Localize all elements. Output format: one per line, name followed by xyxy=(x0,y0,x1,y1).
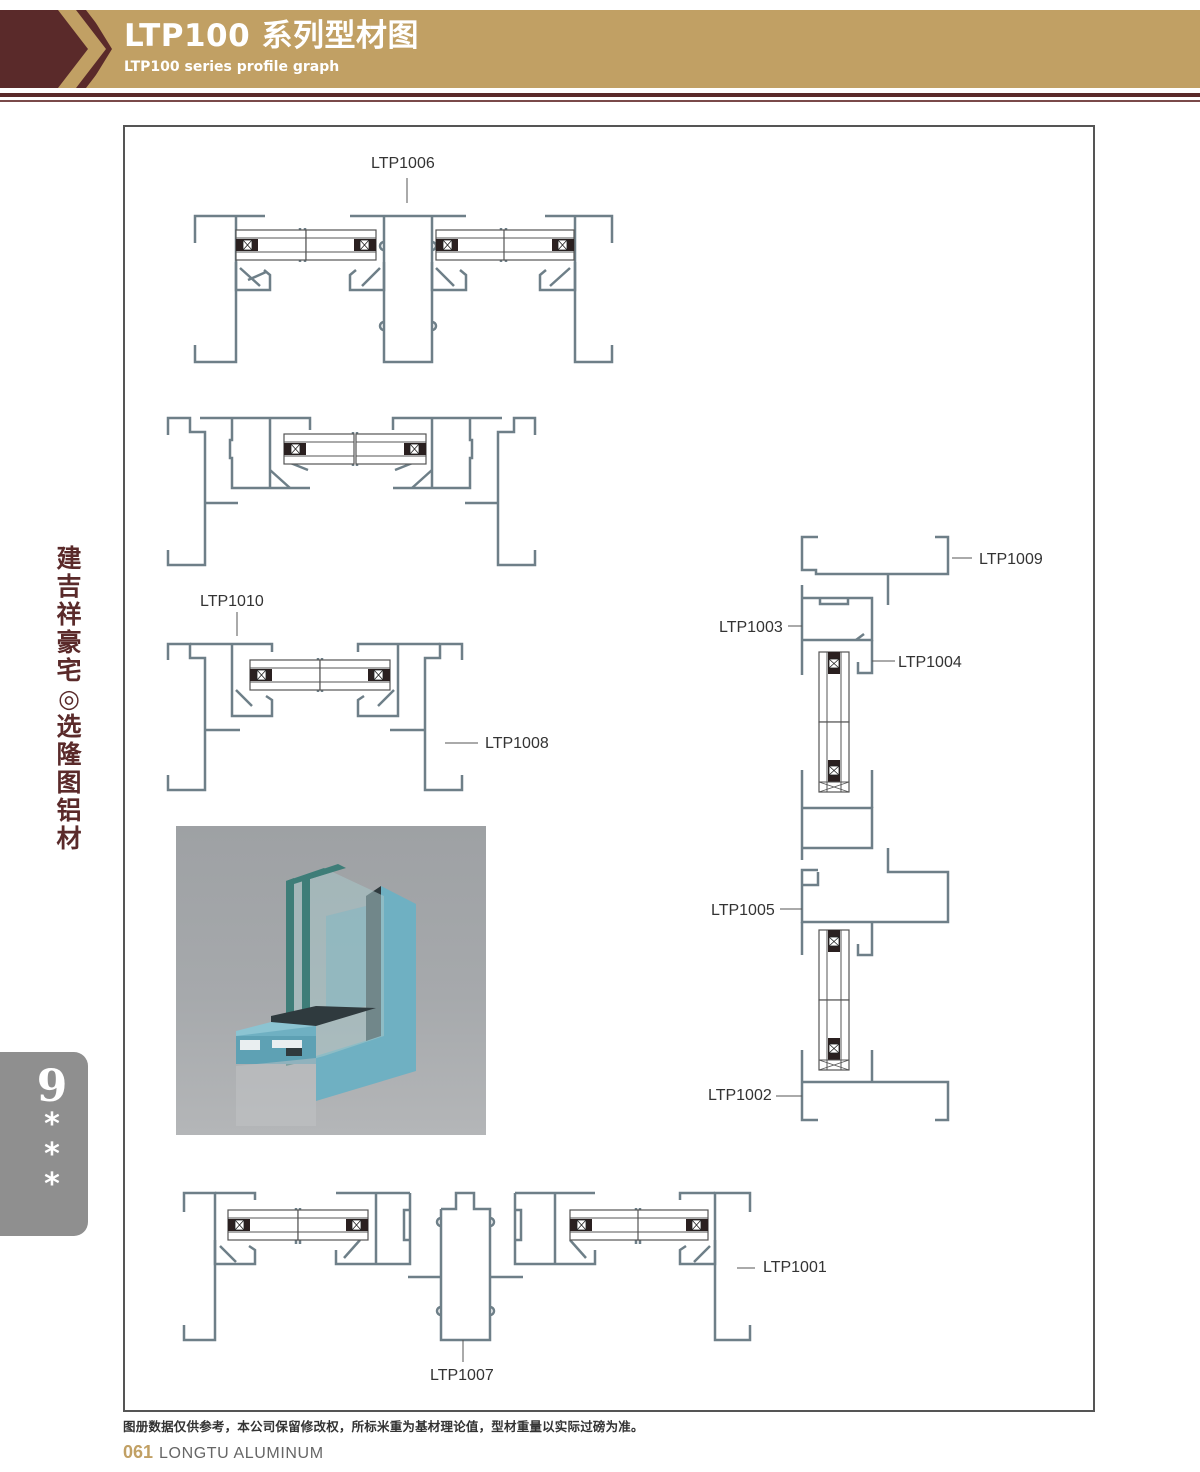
slogan-char: ◎ xyxy=(58,684,80,713)
header-banner xyxy=(0,10,1200,88)
slogan-char: 材 xyxy=(56,824,82,853)
label-ltp1007: LTP1007 xyxy=(430,1367,494,1384)
page-number: 061 xyxy=(123,1442,154,1462)
section-tab-stars: * * * xyxy=(0,1110,104,1200)
sidebar-slogan: 建 吉 祥 豪 宅 ◎ 选 隆 图 铝 材 xyxy=(52,545,86,853)
tab-star: * xyxy=(44,1137,60,1172)
label-ltp1001: LTP1001 xyxy=(763,1259,827,1276)
page-subtitle: LTP100 series profile graph xyxy=(124,59,340,75)
slogan-char: 祥 xyxy=(56,600,82,629)
slogan-char: 豪 xyxy=(56,628,82,657)
slogan-char: 吉 xyxy=(56,572,82,601)
drawing-ltp1010-ltp1008 xyxy=(166,642,464,792)
footer-brand: LONGTU ALUMINUM xyxy=(159,1445,324,1462)
header-divider-thin xyxy=(0,100,1200,102)
section-tab-number: 9 xyxy=(36,1061,68,1112)
label-ltp1004: LTP1004 xyxy=(898,654,962,671)
slogan-char: 隆 xyxy=(56,740,82,769)
slogan-char: 选 xyxy=(56,712,82,741)
label-ltp1010: LTP1010 xyxy=(200,593,264,610)
drawing-slider-frame xyxy=(166,416,537,567)
window-profile-render-icon xyxy=(236,864,416,1126)
disclaimer-note: 图册数据仅供参考，本公司保留修改权，所标米重为基材理论值，型材重量以实际过磅为准… xyxy=(123,1419,644,1434)
page-footer: 061 LONGTU ALUMINUM xyxy=(123,1442,324,1463)
label-ltp1008: LTP1008 xyxy=(485,735,549,752)
tab-star: * xyxy=(44,1167,60,1202)
label-ltp1006: LTP1006 xyxy=(371,155,435,172)
slogan-char: 铝 xyxy=(56,796,82,825)
chevron-logo-icon xyxy=(0,10,120,88)
content-frame xyxy=(123,125,1095,1412)
section-tab[interactable] xyxy=(0,1052,88,1236)
header-divider xyxy=(0,93,1200,97)
leader-lines xyxy=(236,178,972,1362)
label-ltp1002: LTP1002 xyxy=(708,1087,772,1104)
slogan-char: 图 xyxy=(56,768,82,797)
page-title: LTP100 系列型材图 xyxy=(124,18,419,54)
label-ltp1003: LTP1003 xyxy=(719,619,783,636)
tab-star: * xyxy=(44,1107,60,1142)
slogan-char: 宅 xyxy=(56,656,82,685)
slogan-char: 建 xyxy=(56,544,82,573)
profile-photo xyxy=(176,826,486,1135)
label-ltp1005: LTP1005 xyxy=(711,902,775,919)
label-ltp1009: LTP1009 xyxy=(979,551,1043,568)
